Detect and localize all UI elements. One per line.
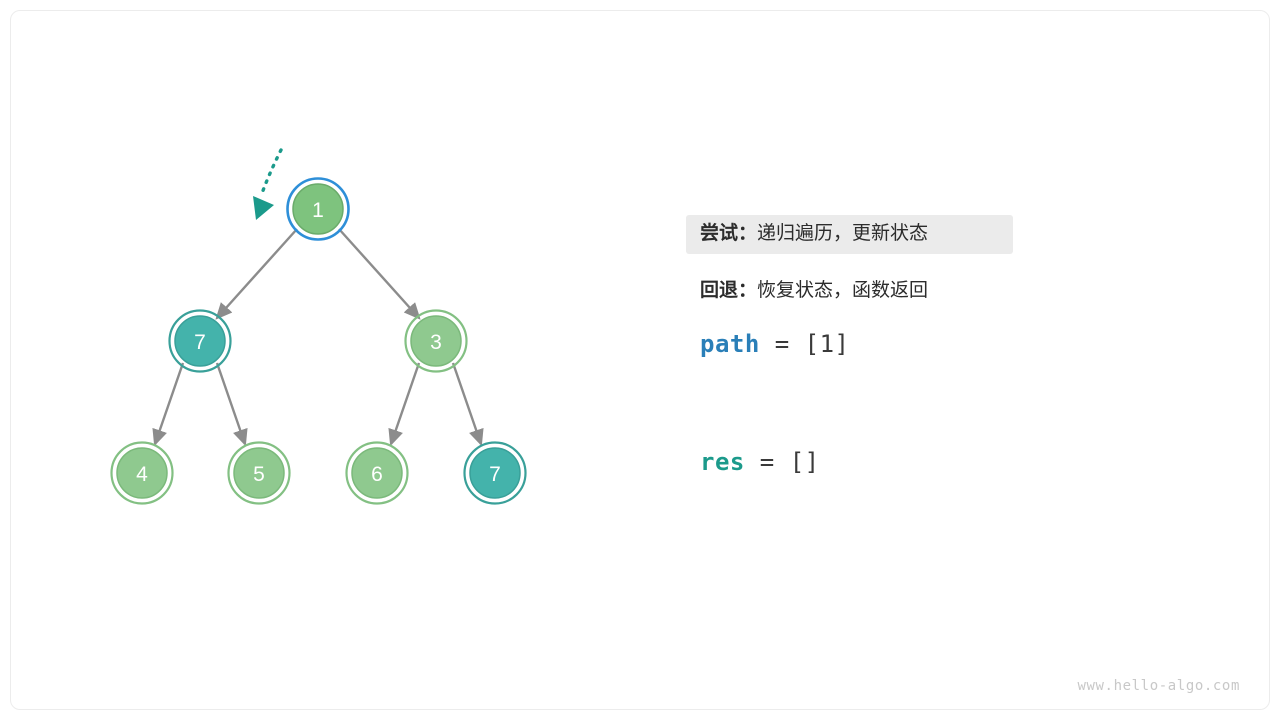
- tree-node-7-left: 7: [168, 309, 232, 373]
- legend-row-try: 尝试： 递归遍历，更新状态: [686, 215, 1013, 254]
- edge-7-4: [152, 362, 185, 447]
- tree-node-4: 4: [110, 441, 174, 505]
- legend-back-value: 恢复状态，函数返回: [757, 280, 929, 301]
- legend-back-key: 回退：: [700, 280, 758, 301]
- edge-3-7b: [451, 362, 484, 447]
- dotted-arrow-into-root: [253, 148, 283, 220]
- edge-3-6: [388, 362, 421, 447]
- tree-node-5-label: 5: [253, 463, 265, 486]
- edge-7-5: [215, 362, 248, 447]
- tree-node-3: 3: [404, 309, 468, 373]
- tree-nodes: 1 7 3 4 5: [110, 177, 527, 505]
- tree-node-1: 1: [286, 177, 350, 241]
- res-equals: =: [744, 448, 790, 476]
- path-equals: =: [759, 330, 805, 358]
- legend-panel: 尝试： 递归遍历，更新状态 回退： 恢复状态，函数返回: [686, 215, 1106, 329]
- legend-try-value: 递归遍历，更新状态: [757, 223, 929, 244]
- edge-1-7: [215, 228, 298, 320]
- path-variable-name: path: [700, 330, 760, 358]
- tree-node-7-left-label: 7: [194, 331, 206, 354]
- res-state-row: res = []: [700, 448, 820, 476]
- tree-node-1-label: 1: [312, 199, 324, 222]
- res-variable-name: res: [700, 448, 745, 476]
- path-value: [1]: [804, 330, 850, 358]
- tree-node-6-label: 6: [371, 463, 383, 486]
- tree-edges: [152, 228, 484, 447]
- legend-try-key: 尝试：: [700, 223, 758, 244]
- tree-node-3-label: 3: [430, 331, 442, 354]
- site-watermark: www.hello-algo.com: [1077, 678, 1240, 694]
- tree-node-5: 5: [227, 441, 291, 505]
- tree-node-7-right: 7: [463, 441, 527, 505]
- tree-node-6: 6: [345, 441, 409, 505]
- res-value: []: [789, 448, 820, 476]
- page-frame: [10, 10, 1270, 710]
- legend-row-back: 回退： 恢复状态，函数返回: [686, 272, 1013, 311]
- path-state-row: path = [1]: [700, 330, 850, 358]
- tree-node-7-right-label: 7: [489, 463, 501, 486]
- tree-node-4-label: 4: [136, 463, 148, 486]
- edge-1-3: [338, 228, 421, 320]
